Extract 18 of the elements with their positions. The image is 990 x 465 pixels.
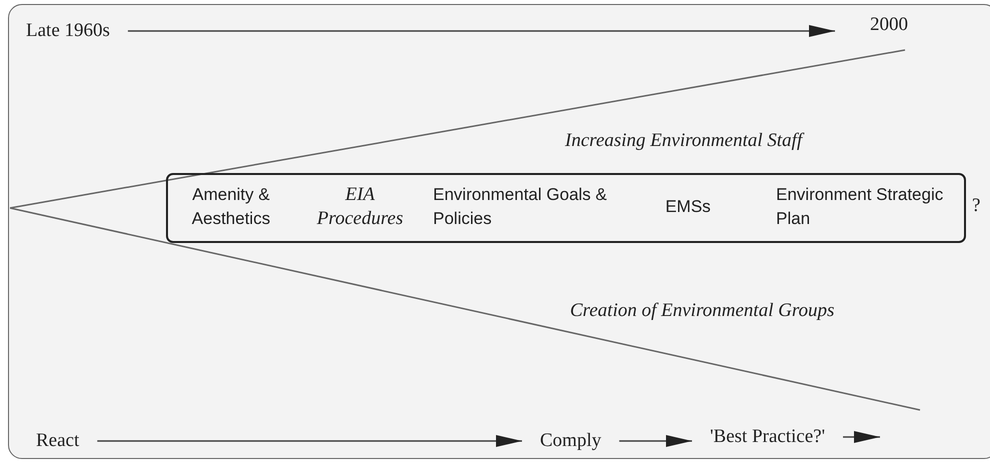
note-label: Increasing Environmental Staff (565, 130, 802, 152)
stage-label: EIA Procedures (316, 183, 404, 231)
stage-label: EMSs (664, 196, 712, 218)
timeline-label: 2000 (870, 14, 908, 36)
arrow (97, 435, 522, 447)
timeline-label: React (36, 430, 80, 452)
arrow (843, 431, 880, 443)
stage-band (166, 173, 966, 243)
arrow (128, 25, 835, 37)
note-label: Creation of Environmental Groups (570, 300, 834, 322)
arrow (619, 435, 692, 447)
note-label: ? (972, 195, 980, 217)
timeline-label: 'Best Practice?' (710, 426, 825, 448)
timeline-label: Comply (540, 430, 602, 452)
stage-label: Amenity & Aesthetics (190, 184, 272, 230)
stage-label: Environmental Goals & Policies (433, 184, 608, 230)
timeline-label: Late 1960s (26, 20, 110, 42)
stage-label: Environment Strategic Plan (776, 184, 944, 230)
